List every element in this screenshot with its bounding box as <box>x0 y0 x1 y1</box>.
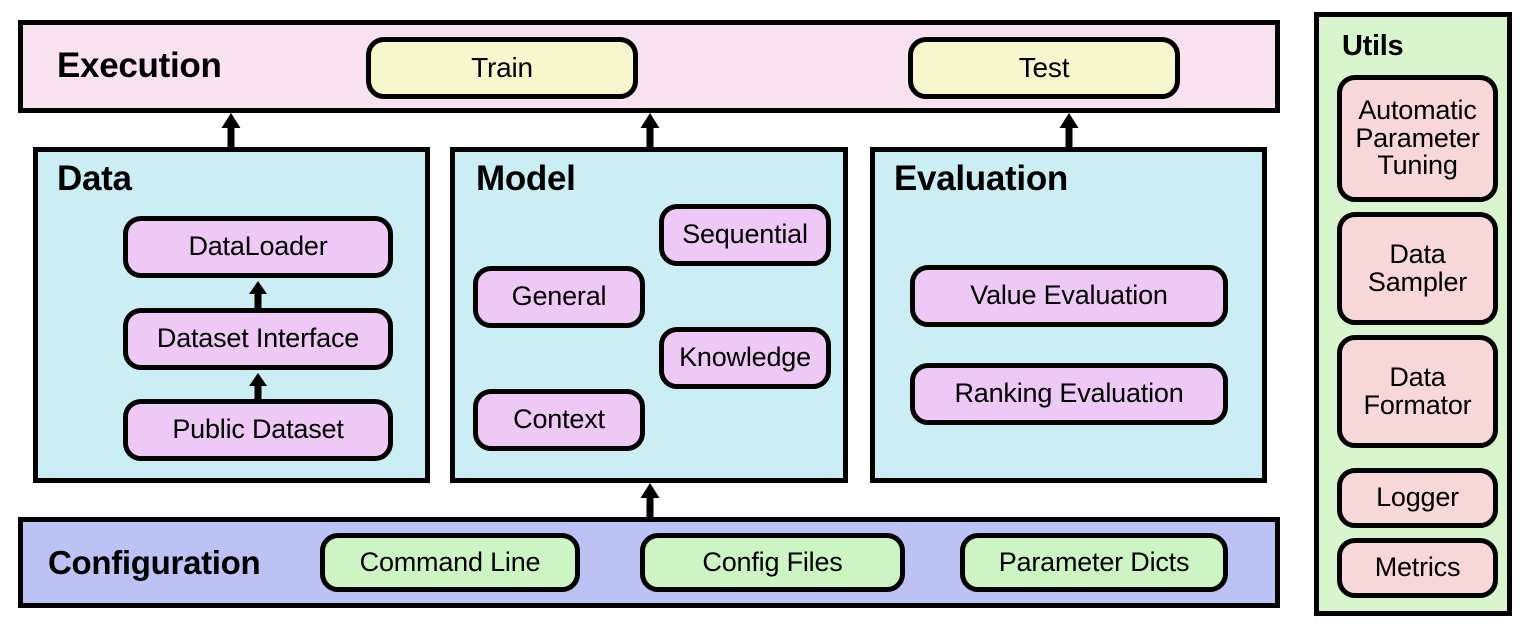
configuration-item-command-line[interactable]: Command Line <box>320 533 580 592</box>
module-panel-model-title: Model <box>476 159 576 198</box>
arrow-model-to-execution <box>639 113 661 149</box>
arrow-data-to-execution <box>220 113 242 149</box>
model-item-sequential[interactable]: Sequential <box>659 204 831 266</box>
configuration-item-config-files[interactable]: Config Files <box>640 533 905 592</box>
module-panel-data-title: Data <box>57 159 132 198</box>
configuration-item-parameter-dicts[interactable]: Parameter Dicts <box>960 533 1228 592</box>
utils-item-data-sampler[interactable]: Data Sampler <box>1337 212 1498 325</box>
execution-panel-title: Execution <box>57 46 222 85</box>
evaluation-item-value-evaluation[interactable]: Value Evaluation <box>910 265 1228 327</box>
execution-item-test[interactable]: Test <box>908 37 1180 99</box>
model-item-general[interactable]: General <box>473 266 645 328</box>
configuration-panel-title: Configuration <box>48 544 261 581</box>
data-item-dataset-interface[interactable]: Dataset Interface <box>123 308 393 370</box>
utils-item-metrics[interactable]: Metrics <box>1337 538 1498 598</box>
model-item-knowledge[interactable]: Knowledge <box>659 327 831 389</box>
utils-item-automatic-parameter-tuning[interactable]: Automatic Parameter Tuning <box>1337 75 1498 202</box>
execution-item-train[interactable]: Train <box>366 37 638 99</box>
data-item-public-dataset[interactable]: Public Dataset <box>123 399 393 461</box>
arrow-evaluation-to-execution <box>1058 113 1080 149</box>
utils-item-data-formator[interactable]: Data Formator <box>1337 335 1498 448</box>
evaluation-item-ranking-evaluation[interactable]: Ranking Evaluation <box>910 363 1228 425</box>
data-item-dataloader[interactable]: DataLoader <box>123 216 393 278</box>
module-panel-evaluation-title: Evaluation <box>894 159 1068 198</box>
arrow-public-dataset-to-dataset-interface <box>247 373 269 401</box>
model-item-context[interactable]: Context <box>473 389 645 451</box>
utils-item-logger[interactable]: Logger <box>1337 468 1498 528</box>
arrow-dataset-interface-to-dataloader <box>247 281 269 309</box>
arrow-configuration-to-model <box>639 483 661 519</box>
utils-panel-title: Utils <box>1342 30 1404 62</box>
